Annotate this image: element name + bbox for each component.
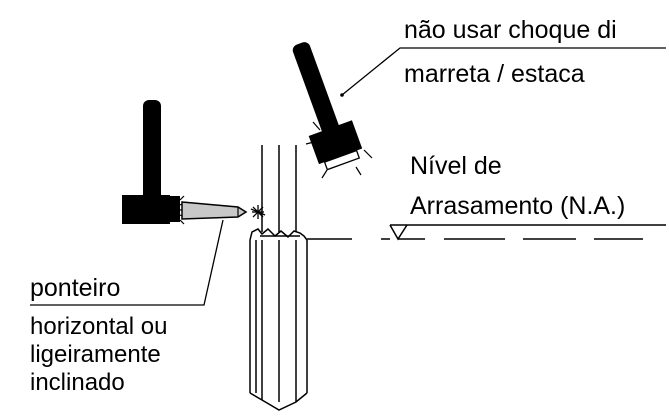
level-marker-icon: [389, 224, 408, 241]
hammer-right-icon: [292, 42, 363, 171]
hammer-right-handle: [292, 42, 342, 143]
pile: [249, 145, 308, 411]
hammer-right-face: [323, 149, 361, 171]
hammer-left-face: [170, 196, 180, 222]
impact-star-icon: [250, 205, 266, 219]
chisel-icon: [181, 201, 248, 220]
cut-level-line: [307, 224, 666, 241]
warning-leader-dot: [340, 93, 344, 97]
impact-right-icon: [305, 115, 373, 179]
tool-name-label: ponteiro: [30, 274, 121, 302]
warning-label-line2: marreta / estaca: [404, 60, 585, 88]
tool-desc-line1: horizontal ou: [30, 313, 168, 340]
pile-bottom-break: [249, 392, 308, 411]
chisel-body: [181, 201, 248, 220]
warning-leader-line: [341, 47, 666, 96]
level-label-line2: Arrasamento (N.A.): [410, 192, 626, 220]
tool-desc-line3: inclinado: [30, 369, 125, 396]
tool-leader-line: [30, 219, 224, 306]
hammer-left-head: [122, 195, 170, 224]
hammer-left-icon: [122, 100, 180, 224]
hammer-left-handle: [143, 100, 161, 204]
tool-desc-line2: ligeiramente: [30, 341, 161, 368]
warning-label-line1: não usar choque di: [404, 16, 617, 44]
level-label-line1: Nível de: [410, 152, 502, 180]
pile-broken-top: [249, 227, 308, 241]
